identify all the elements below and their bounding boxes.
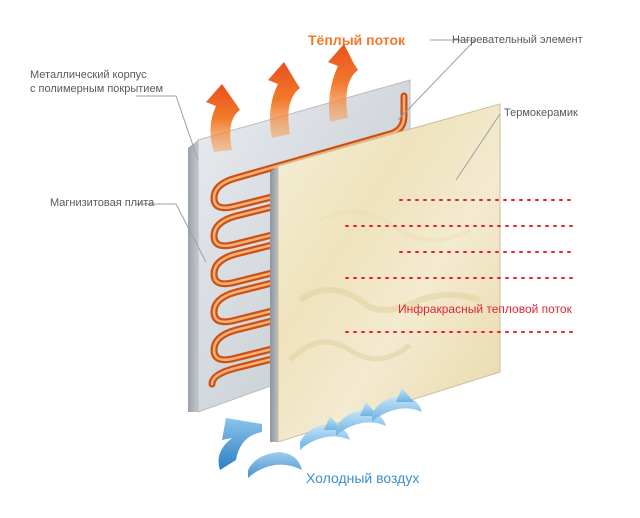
- cold-air-label: Холодный воздух: [306, 470, 420, 486]
- infrared-rays: [345, 199, 577, 333]
- cold-arrow-4: [372, 388, 422, 422]
- cold-air-arrows: [218, 388, 422, 478]
- warm-arrow-2: [268, 62, 300, 138]
- warm-flow-label: Тёплый поток: [308, 32, 406, 48]
- leader-lines: [136, 39, 501, 263]
- metal-case-label-line2: с полимерным покрытием: [30, 83, 164, 95]
- thermoceramic-panel: [270, 103, 501, 443]
- metal-case-label-line1: Металлический корпус: [30, 69, 147, 81]
- cold-arrow-big: [218, 418, 302, 478]
- warm-arrow-1: [206, 84, 240, 152]
- magnesite-plate-label: Магнизитовая плита: [50, 197, 155, 209]
- infrared-flow-label: Инфракрасный тепловой поток: [398, 302, 572, 316]
- warm-flow-arrows: [206, 44, 358, 152]
- heating-element-label: Нагревательный элемент: [452, 34, 583, 46]
- warm-arrow-3: [328, 44, 358, 122]
- thermoceramic-label: Термокерамик: [504, 107, 578, 119]
